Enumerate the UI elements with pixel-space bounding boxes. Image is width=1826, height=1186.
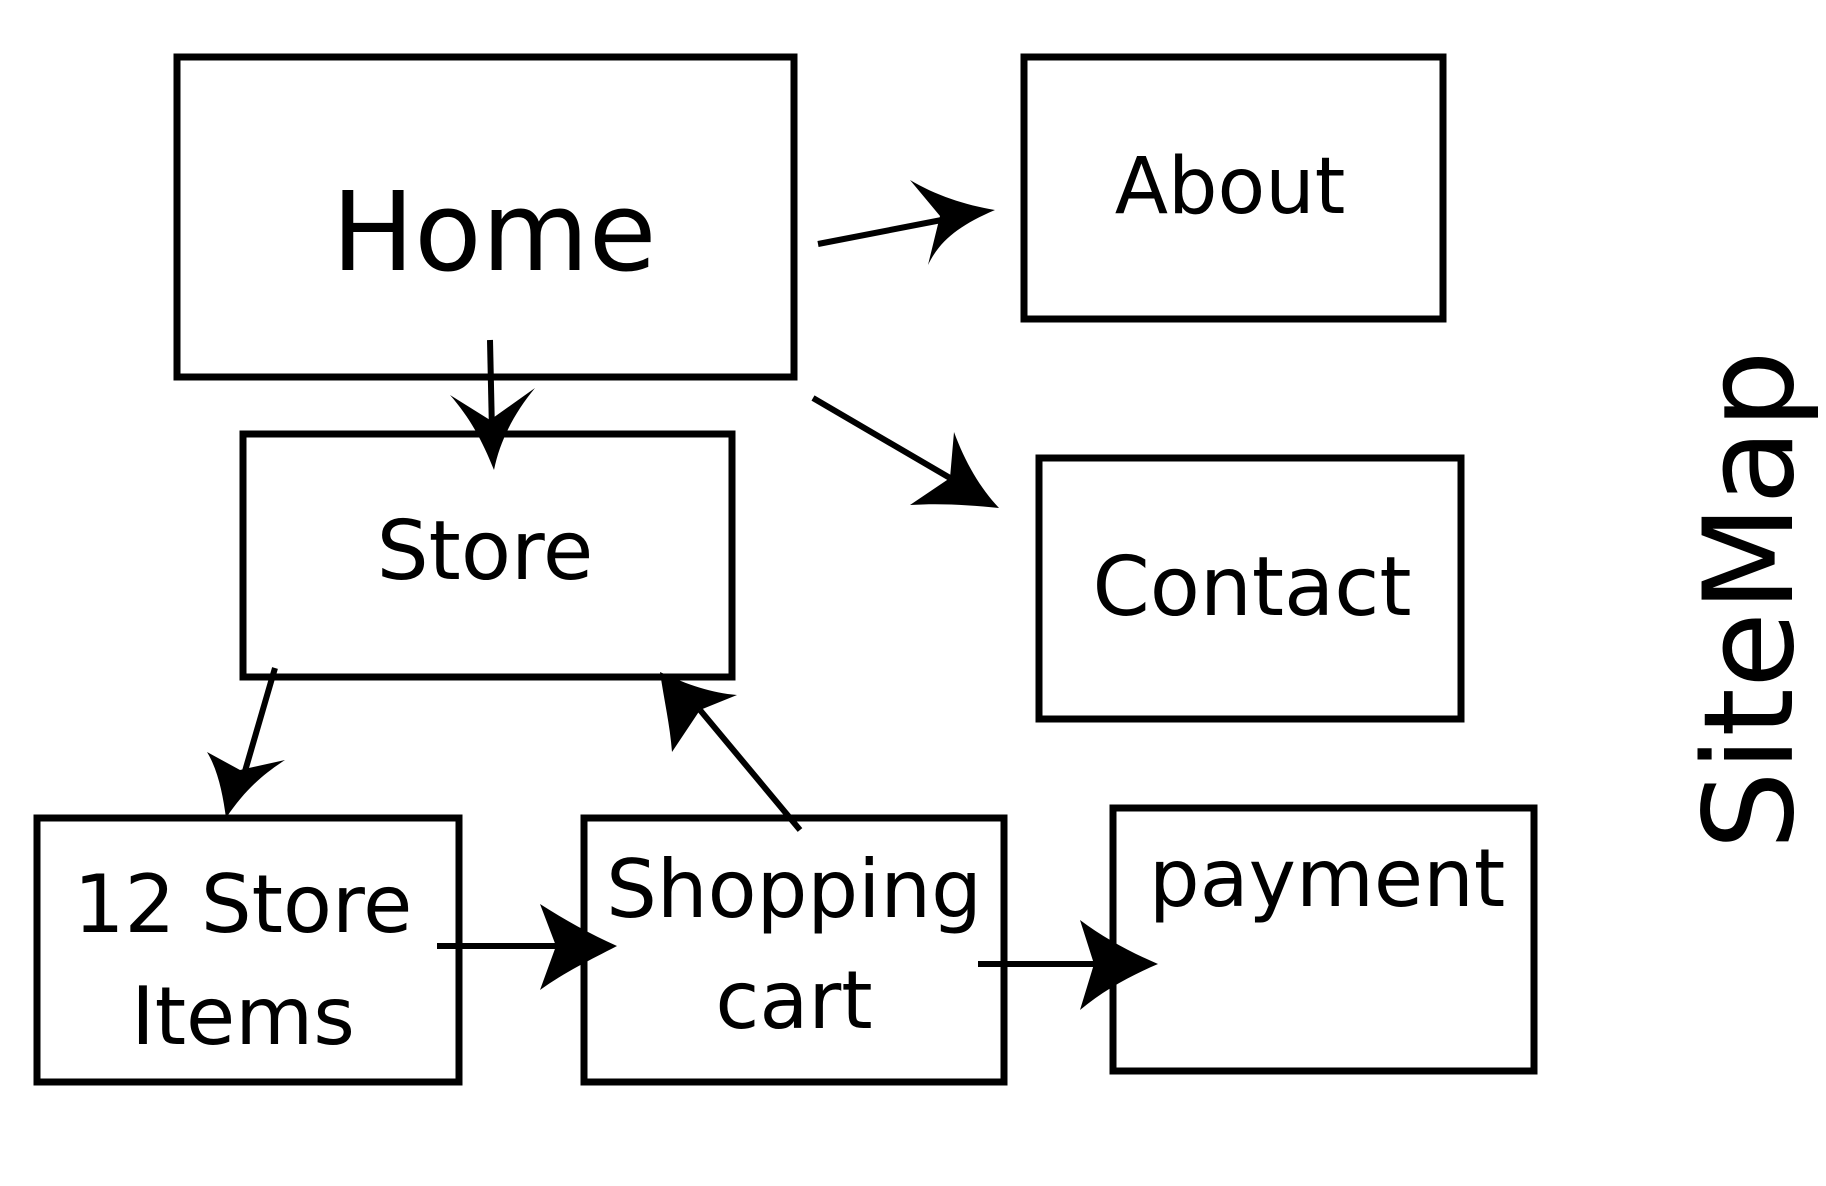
edge-shopping-cart-payment xyxy=(978,920,1158,1010)
node-contact-label: Contact xyxy=(1092,540,1411,635)
edge-home-contact xyxy=(811,395,999,508)
node-about[interactable]: About xyxy=(1020,53,1447,323)
node-shopping-cart-label-line1: Shopping xyxy=(606,843,982,936)
edge-shopping-cart-store xyxy=(660,672,803,832)
node-payment-label: payment xyxy=(1149,832,1505,925)
node-store-label: Store xyxy=(377,504,594,599)
node-store-items[interactable]: 12 Store Items xyxy=(33,814,463,1086)
node-shopping-cart-label-line2: cart xyxy=(715,954,872,1047)
node-payment[interactable]: payment xyxy=(1109,804,1538,1075)
node-shopping-cart[interactable]: Shopping cart xyxy=(580,814,1008,1086)
arrowhead-icon xyxy=(660,672,737,752)
arrowhead-icon xyxy=(1080,920,1158,1010)
node-home[interactable]: Home xyxy=(173,53,798,381)
node-store-items-label-line1: 12 Store xyxy=(74,858,413,951)
node-contact[interactable]: Contact xyxy=(1035,454,1465,723)
edge-home-about xyxy=(817,180,995,265)
edge-home-store xyxy=(450,339,535,470)
node-home-label: Home xyxy=(332,168,657,296)
arrowhead-icon xyxy=(207,752,285,818)
edge-store-store-items xyxy=(207,667,285,818)
arrowhead-icon xyxy=(910,180,995,265)
sitemap-title: SiteMap xyxy=(1678,350,1822,850)
node-store[interactable]: Store xyxy=(239,430,736,681)
arrowhead-icon xyxy=(540,904,617,990)
edge-store-items-shopping-cart xyxy=(437,904,617,990)
node-about-label: About xyxy=(1115,142,1346,232)
arrowhead-icon xyxy=(450,388,535,470)
arrowhead-icon xyxy=(910,432,999,508)
node-store-items-label-line2: Items xyxy=(131,970,355,1063)
